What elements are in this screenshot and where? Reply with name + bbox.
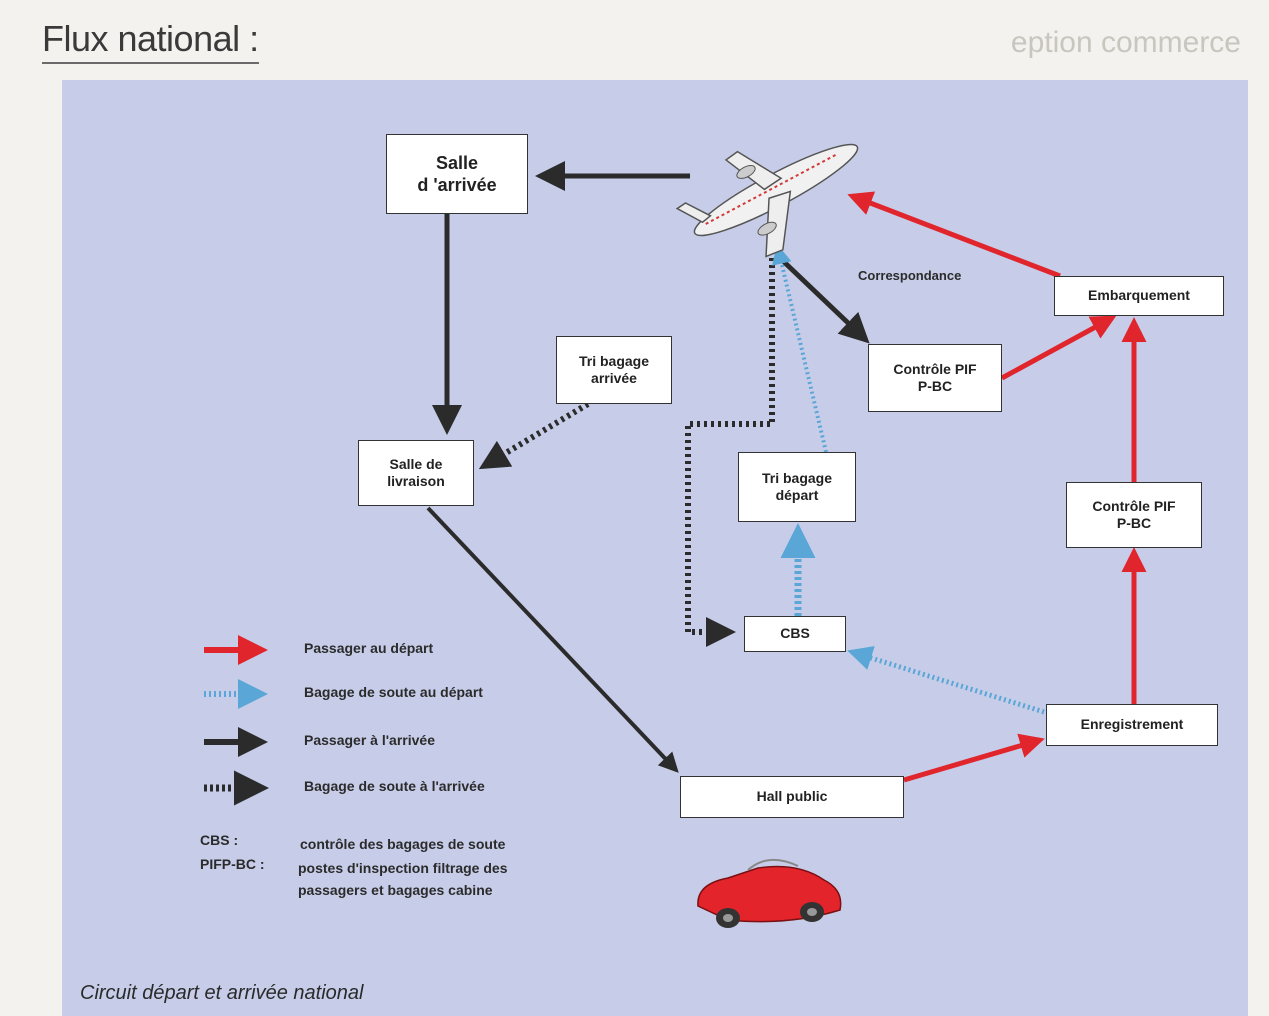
edge-label-correspondance: Correspondance (858, 268, 962, 283)
legend-label-passager-arrivee: Passager à l'arrivée (304, 732, 435, 748)
legend-label-bagage-arrivee: Bagage de soute à l'arrivée (304, 778, 485, 794)
legend-label-bagage-depart: Bagage de soute au départ (304, 684, 483, 700)
node-tri-bagage-arrivee: Tri bagage arrivée (556, 336, 672, 404)
page-title: Flux national : (42, 18, 259, 64)
airplane-icon (675, 143, 859, 258)
node-embarquement: Embarquement (1054, 276, 1224, 316)
arrow-hall-to-enregistrement (903, 733, 1045, 783)
arrow-tri-arrivee-to-livraison (478, 401, 590, 470)
abbr-term-cbs: CBS : (200, 832, 239, 848)
car-icon (697, 859, 842, 928)
node-cbs: CBS (744, 616, 846, 652)
arrow-controle-pif-top-to-embarquement (1000, 315, 1117, 381)
legend-label-passager-depart: Passager au départ (304, 640, 434, 656)
node-hall-public: Hall public (680, 776, 904, 818)
node-tri-bagage-depart: Tri bagage départ (738, 452, 856, 522)
diagram-panel (62, 80, 1248, 1016)
figure-caption: Circuit départ et arrivée national (80, 982, 364, 1004)
arrow-plane-to-controle-pif (780, 258, 870, 344)
node-enregistrement: Enregistrement (1046, 704, 1218, 746)
arrow-plane-to-cbs-baggage (685, 258, 775, 647)
abbr-term-pifp: PIFP-BC : (200, 856, 265, 872)
arrow-enregistrement-to-cbs (847, 646, 1045, 715)
abbr-def-cbs: contrôle des bagages de soute (300, 836, 506, 852)
node-controle-pif-right: Contrôle PIF P-BC (1066, 482, 1202, 548)
bleed-through-text: eption commerce (1010, 26, 1241, 59)
node-controle-pif-top: Contrôle PIF P-BC (868, 344, 1002, 412)
arrow-livraison-to-hall (426, 506, 679, 773)
abbr-def-pifp: postes d'inspection filtrage des passage… (298, 860, 508, 898)
node-salle-livraison: Salle de livraison (358, 440, 474, 506)
node-salle-arrivee: Salle d 'arrivée (386, 134, 528, 214)
arrow-embarquement-to-plane (847, 191, 1061, 279)
